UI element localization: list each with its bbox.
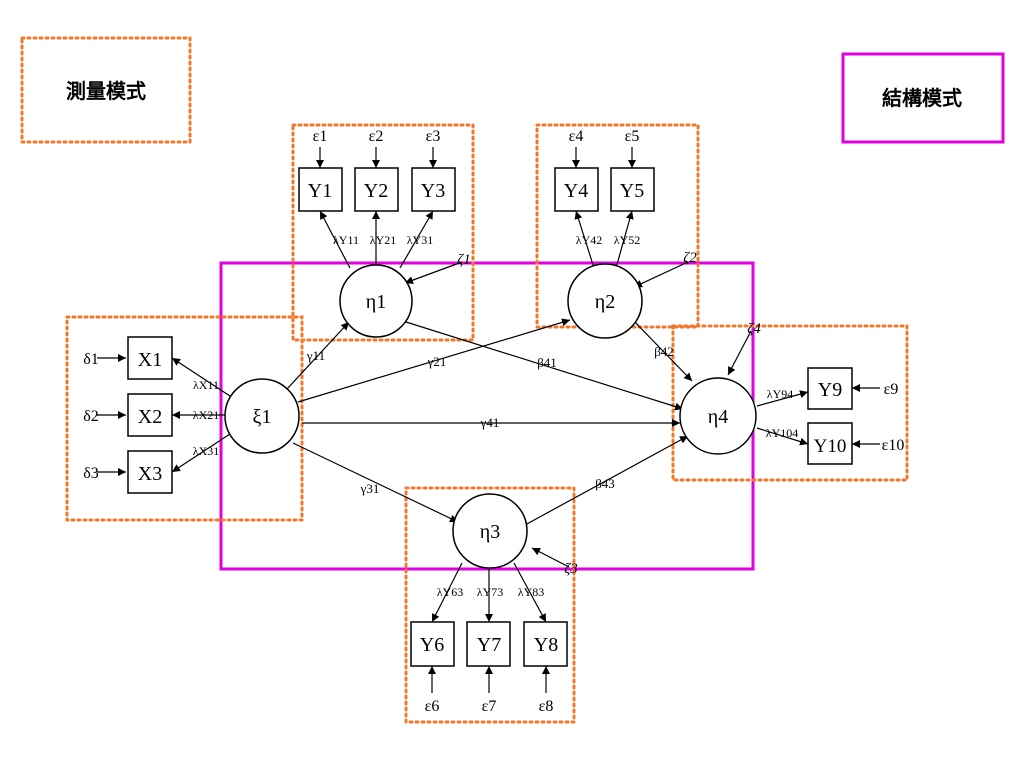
y6-box (410, 621, 455, 667)
y4-box (554, 167, 599, 212)
x1-label: X1 (138, 349, 162, 371)
x3-box (127, 450, 173, 494)
eps5-label: ε5 (625, 128, 640, 145)
measurement-box-eta3 (404, 486, 576, 724)
ly31-label: λY31 (407, 233, 433, 247)
y7-box (466, 621, 511, 667)
xi1-label: ξ1 (253, 406, 272, 428)
eps2-label: ε2 (369, 128, 384, 145)
eps8-label: ε8 (539, 698, 554, 715)
measurement-box-eta4 (671, 324, 909, 482)
x1-box (127, 336, 173, 380)
measurement-legend-label: 測量模式 (66, 79, 146, 103)
b43-label: β43 (595, 476, 615, 491)
eta4-circle (679, 377, 757, 455)
g41-label: γ41 (480, 415, 500, 430)
eta3-circle (452, 493, 528, 569)
ly73-label: λY73 (477, 585, 503, 599)
y10-label: Y10 (814, 436, 847, 457)
eps7-label: ε7 (482, 698, 497, 715)
ly42-label: λY42 (576, 233, 602, 247)
y2-box (354, 167, 399, 212)
y4-label: Y4 (564, 180, 588, 202)
g11-label: γ11 (306, 348, 325, 363)
y3-box (411, 167, 456, 212)
eps3-label: ε3 (426, 128, 441, 145)
y5-box (610, 167, 655, 212)
delta1-label: δ1 (83, 351, 99, 368)
g21-label: γ21 (427, 354, 447, 369)
delta2-label: δ2 (83, 408, 99, 425)
y5-label: Y5 (620, 180, 644, 202)
x2-label: X2 (138, 406, 162, 428)
y2-label: Y2 (364, 180, 388, 202)
y8-box (523, 621, 568, 667)
eta4-label: η4 (708, 406, 728, 428)
eps10-label: ε10 (882, 437, 905, 454)
y9-box (807, 367, 853, 410)
measurement-legend-box (20, 36, 192, 144)
eps6-label: ε6 (425, 698, 440, 715)
structural-legend-label: 結構模式 (882, 86, 962, 110)
zeta3-label: ζ3 (564, 561, 578, 577)
measurement-box-eta1 (291, 123, 475, 342)
y10-box (807, 422, 853, 465)
ly94-label: λY94 (767, 387, 793, 401)
y7-label: Y7 (477, 634, 501, 656)
ly83-label: λY83 (518, 585, 544, 599)
g31-label: γ31 (360, 481, 380, 496)
eta2-circle (567, 263, 643, 339)
zeta4-label: ζ4 (747, 321, 761, 337)
delta3-label: δ3 (83, 465, 99, 482)
eta1-label: η1 (366, 291, 386, 313)
b41-label: β41 (537, 355, 557, 370)
eps4-label: ε4 (569, 128, 584, 145)
lx31-label: λX31 (193, 444, 219, 458)
y1-box (298, 167, 343, 212)
y9-label: Y9 (818, 379, 842, 401)
lx21-label: λX21 (193, 408, 219, 422)
measurement-box-xi1 (65, 315, 304, 522)
ly11-label: λY11 (333, 233, 359, 247)
eps9-label: ε9 (884, 381, 899, 398)
ly52-label: λY52 (614, 233, 640, 247)
eta3-label: η3 (480, 521, 500, 543)
x2-box (127, 393, 173, 437)
y1-label: Y1 (308, 180, 332, 202)
structural-legend-box (841, 52, 1005, 144)
zeta1-label: ζ1 (457, 252, 471, 268)
eta2-label: η2 (595, 291, 615, 313)
ly21-label: λY21 (370, 233, 396, 247)
eta1-circle (339, 264, 413, 338)
lx11-label: λX11 (193, 378, 219, 392)
ly104-label: λY104 (766, 426, 798, 440)
ly63-label: λY63 (437, 585, 463, 599)
y3-label: Y3 (421, 180, 445, 202)
x3-label: X3 (138, 463, 162, 485)
zeta2-label: ζ2 (683, 250, 697, 266)
xi1-circle (224, 378, 300, 454)
y8-label: Y8 (534, 634, 558, 656)
y6-label: Y6 (420, 634, 444, 656)
b42-label: β42 (654, 344, 674, 359)
eps1-label: ε1 (313, 128, 328, 145)
